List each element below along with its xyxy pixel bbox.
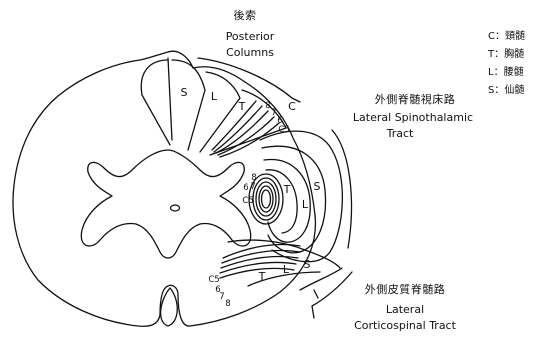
spinothalamic-label-en-1: Lateral Spinothalamic <box>328 111 498 125</box>
spinothalamic-layer-c5: C5 <box>242 196 253 206</box>
posterior-segment-c: C <box>288 100 296 113</box>
posterior-label-en-1: Posterior <box>210 30 290 44</box>
posterior-column-t <box>200 72 240 152</box>
spinothalamic-segment-s: S <box>314 180 321 193</box>
grey-matter <box>81 150 250 258</box>
posterior-fissure <box>168 58 172 140</box>
posterior-layer-c5: C5 <box>278 125 289 135</box>
legend-item-s: S：仙髄 <box>488 84 524 97</box>
legend-item-l: L：腰髄 <box>488 66 524 79</box>
posterior-segment-l: L <box>211 90 218 103</box>
corticospinal-label-en-1: Lateral <box>370 303 440 317</box>
posterior-layer-8: 8 <box>265 101 270 111</box>
posterior-layer-7: 7 <box>271 108 276 118</box>
posterior-label-jp: 後索 <box>200 9 290 23</box>
corticospinal-segment-s: S <box>304 258 311 271</box>
legend-item-c: C：頸髄 <box>488 30 525 43</box>
spinothalamic-segment-l: L <box>302 198 309 211</box>
posterior-label-en-2: Columns <box>210 46 290 60</box>
corticospinal-layer-c5: C5 <box>208 275 219 285</box>
spinothalamic-label-jp: 外側脊髄視床路 <box>340 93 490 107</box>
corticospinal-layer-7: 7 <box>219 292 224 302</box>
posterior-column-l <box>172 60 205 150</box>
corticospinal-label-en-2: Corticospinal Tract <box>320 319 490 333</box>
posterior-column-s <box>141 60 170 145</box>
corticospinal-segment-l: L <box>283 263 290 276</box>
posterior-segment-s: S <box>181 86 188 99</box>
corticospinal-segment-t: T <box>258 270 266 283</box>
spinothalamic-segment-t: T <box>283 183 291 196</box>
cord-outline <box>161 288 178 326</box>
spinothalamic-layer-7: 7 <box>250 182 255 192</box>
spinothalamic-label-en-2: Tract <box>370 127 430 141</box>
corticospinal-label-jp: 外側皮質脊髄路 <box>340 283 470 297</box>
legend-item-t: T：胸髄 <box>488 48 524 61</box>
posterior-segment-t: T <box>238 100 246 113</box>
central-canal <box>171 205 180 211</box>
corticospinal-layer-8: 8 <box>225 299 230 309</box>
spinothalamic-layer-6: 6 <box>243 183 248 193</box>
